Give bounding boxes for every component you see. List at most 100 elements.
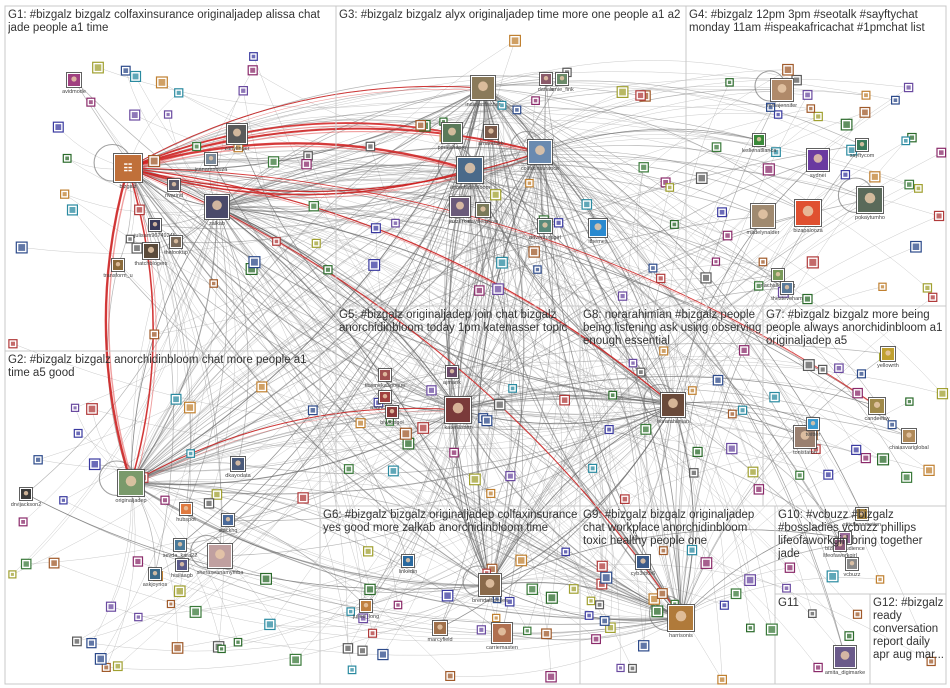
node-madelynalder[interactable]: madelynalder bbox=[746, 204, 779, 237]
node-indiejenfischer[interactable]: indiejenfischer bbox=[465, 76, 500, 109]
minor-node bbox=[450, 448, 459, 457]
minor-node bbox=[121, 66, 130, 75]
group-label-g3: G3: #bizgalz bizgalz alyx originaljadep … bbox=[339, 9, 684, 22]
minor-node bbox=[131, 72, 141, 82]
node-label: ithemes bbox=[588, 239, 608, 245]
minor-node bbox=[876, 576, 883, 583]
minor-node bbox=[937, 389, 947, 399]
node-label: cyb3rb0r6 bbox=[631, 571, 655, 577]
node-label: bizapalooza bbox=[793, 228, 823, 234]
minor-node bbox=[870, 172, 880, 182]
minor-node bbox=[824, 470, 833, 479]
minor-node bbox=[403, 438, 414, 449]
minor-node bbox=[394, 601, 401, 608]
node-label: hubspot bbox=[176, 517, 196, 523]
minor-node bbox=[516, 555, 527, 566]
minor-node bbox=[605, 426, 613, 434]
minor-node bbox=[726, 79, 733, 86]
node-pokaytumho[interactable]: pokaytumho bbox=[855, 187, 885, 222]
node-sydnei[interactable]: sydnei bbox=[807, 149, 830, 180]
node-chaiasvariglobal[interactable]: chaiasvariglobal bbox=[889, 429, 928, 452]
avatar-face-icon bbox=[803, 206, 814, 217]
node-marcyfield[interactable]: marcyfield bbox=[427, 621, 452, 644]
avatar-face-icon bbox=[116, 262, 120, 266]
group-label-g7: G7: #bizgalz bizgalz more being people a… bbox=[766, 309, 946, 348]
avatar-face-icon bbox=[233, 129, 241, 137]
node-nvarind[interactable]: nvarind bbox=[165, 179, 183, 200]
minor-node bbox=[754, 485, 763, 494]
minor-node bbox=[589, 464, 597, 472]
node-pmalshapro[interactable]: pmalshapro bbox=[438, 123, 467, 152]
avatar-face-icon bbox=[668, 398, 678, 408]
avatar-face-icon bbox=[498, 628, 506, 636]
minor-node bbox=[442, 590, 453, 601]
node-linkedin[interactable]: linkedin bbox=[399, 555, 418, 576]
node-label: askjoyrios bbox=[143, 582, 168, 588]
minor-node bbox=[532, 97, 540, 105]
minor-node bbox=[560, 395, 570, 405]
node-zanylinger[interactable]: zanylinger bbox=[224, 124, 249, 153]
node-hisilaagb[interactable]: hisilaagb bbox=[171, 559, 193, 580]
highlighted-edge bbox=[106, 168, 131, 483]
avatar-face-icon bbox=[874, 402, 880, 408]
minor-node bbox=[601, 572, 612, 583]
minor-node bbox=[185, 402, 196, 413]
minor-node bbox=[529, 247, 539, 257]
node-bizgalz[interactable]: ☷bizgalz bbox=[114, 154, 143, 191]
node-norarahimian[interactable]: norarahimian bbox=[657, 393, 689, 426]
minor-node bbox=[803, 295, 812, 304]
node-ithemes[interactable]: ithemes bbox=[588, 219, 608, 246]
avatar-face-icon bbox=[178, 542, 182, 546]
minor-node bbox=[585, 612, 593, 620]
node-zalkab[interactable]: zalkab bbox=[205, 195, 230, 228]
minor-node bbox=[892, 96, 900, 104]
minor-node bbox=[689, 387, 697, 395]
node-mmajennifer[interactable]: mmajennifer bbox=[767, 79, 797, 110]
minor-node bbox=[487, 490, 495, 498]
minor-node bbox=[210, 280, 217, 287]
node-candeebw[interactable]: candeebw bbox=[864, 398, 889, 423]
node-bizapalooza[interactable]: bizapalooza bbox=[793, 200, 823, 235]
minor-node bbox=[860, 108, 870, 118]
node-yellowrth[interactable]: yellowrth bbox=[877, 347, 899, 370]
node-avidmode[interactable]: avidmode bbox=[62, 73, 86, 96]
minor-node bbox=[130, 110, 140, 120]
node-sevda_kara22[interactable]: sevda_kara22 bbox=[163, 539, 198, 560]
node-stackhq[interactable]: stackhq bbox=[219, 514, 238, 535]
node-originaljadep[interactable]: originaljadep bbox=[115, 470, 146, 505]
node-harrisonis[interactable]: harrisonis bbox=[668, 605, 695, 640]
node-thismeka3gogue[interactable]: thismeka3gogue bbox=[365, 369, 405, 390]
minor-node bbox=[617, 87, 628, 98]
node-label: transform_u bbox=[103, 273, 132, 279]
minor-node bbox=[150, 330, 159, 339]
node-amita_digimarke[interactable]: amita_digimarke bbox=[825, 646, 865, 677]
node-drvijackson2[interactable]: drvijackson2 bbox=[11, 488, 42, 509]
node-katenasser[interactable]: katenasser bbox=[445, 397, 472, 432]
avatar-face-icon bbox=[488, 128, 493, 133]
minor-node bbox=[74, 430, 82, 438]
node-julied_long[interactable]: julied_long bbox=[352, 600, 379, 621]
node-label: thelookup bbox=[164, 250, 188, 256]
node-carriemasten[interactable]: carriemasten bbox=[486, 623, 518, 652]
avatar-face-icon bbox=[486, 579, 495, 588]
minor-node bbox=[257, 382, 267, 392]
minor-node bbox=[193, 143, 201, 151]
group-label-g11: G11 bbox=[778, 597, 868, 610]
node-hubspot[interactable]: hubspot bbox=[176, 503, 196, 524]
node-dkayodata[interactable]: dkayodata bbox=[225, 457, 251, 480]
minor-node bbox=[845, 632, 854, 641]
minor-node bbox=[534, 266, 541, 273]
node-label: avidmode bbox=[62, 89, 86, 95]
minor-node bbox=[302, 160, 311, 169]
node-twitter[interactable]: twitter bbox=[806, 418, 821, 439]
node-label: colfaxinsurance bbox=[521, 166, 559, 172]
node-label: thismeka3gogue bbox=[365, 383, 405, 389]
minor-node bbox=[248, 66, 257, 75]
avatar-face-icon bbox=[814, 154, 823, 163]
node-askjoyrios[interactable]: askjoyrios bbox=[143, 568, 168, 589]
minor-node bbox=[814, 112, 822, 120]
minor-node bbox=[835, 364, 843, 372]
minor-node bbox=[114, 662, 123, 671]
node-ajmank[interactable]: ajmank bbox=[443, 366, 461, 387]
minor-node bbox=[9, 571, 16, 578]
